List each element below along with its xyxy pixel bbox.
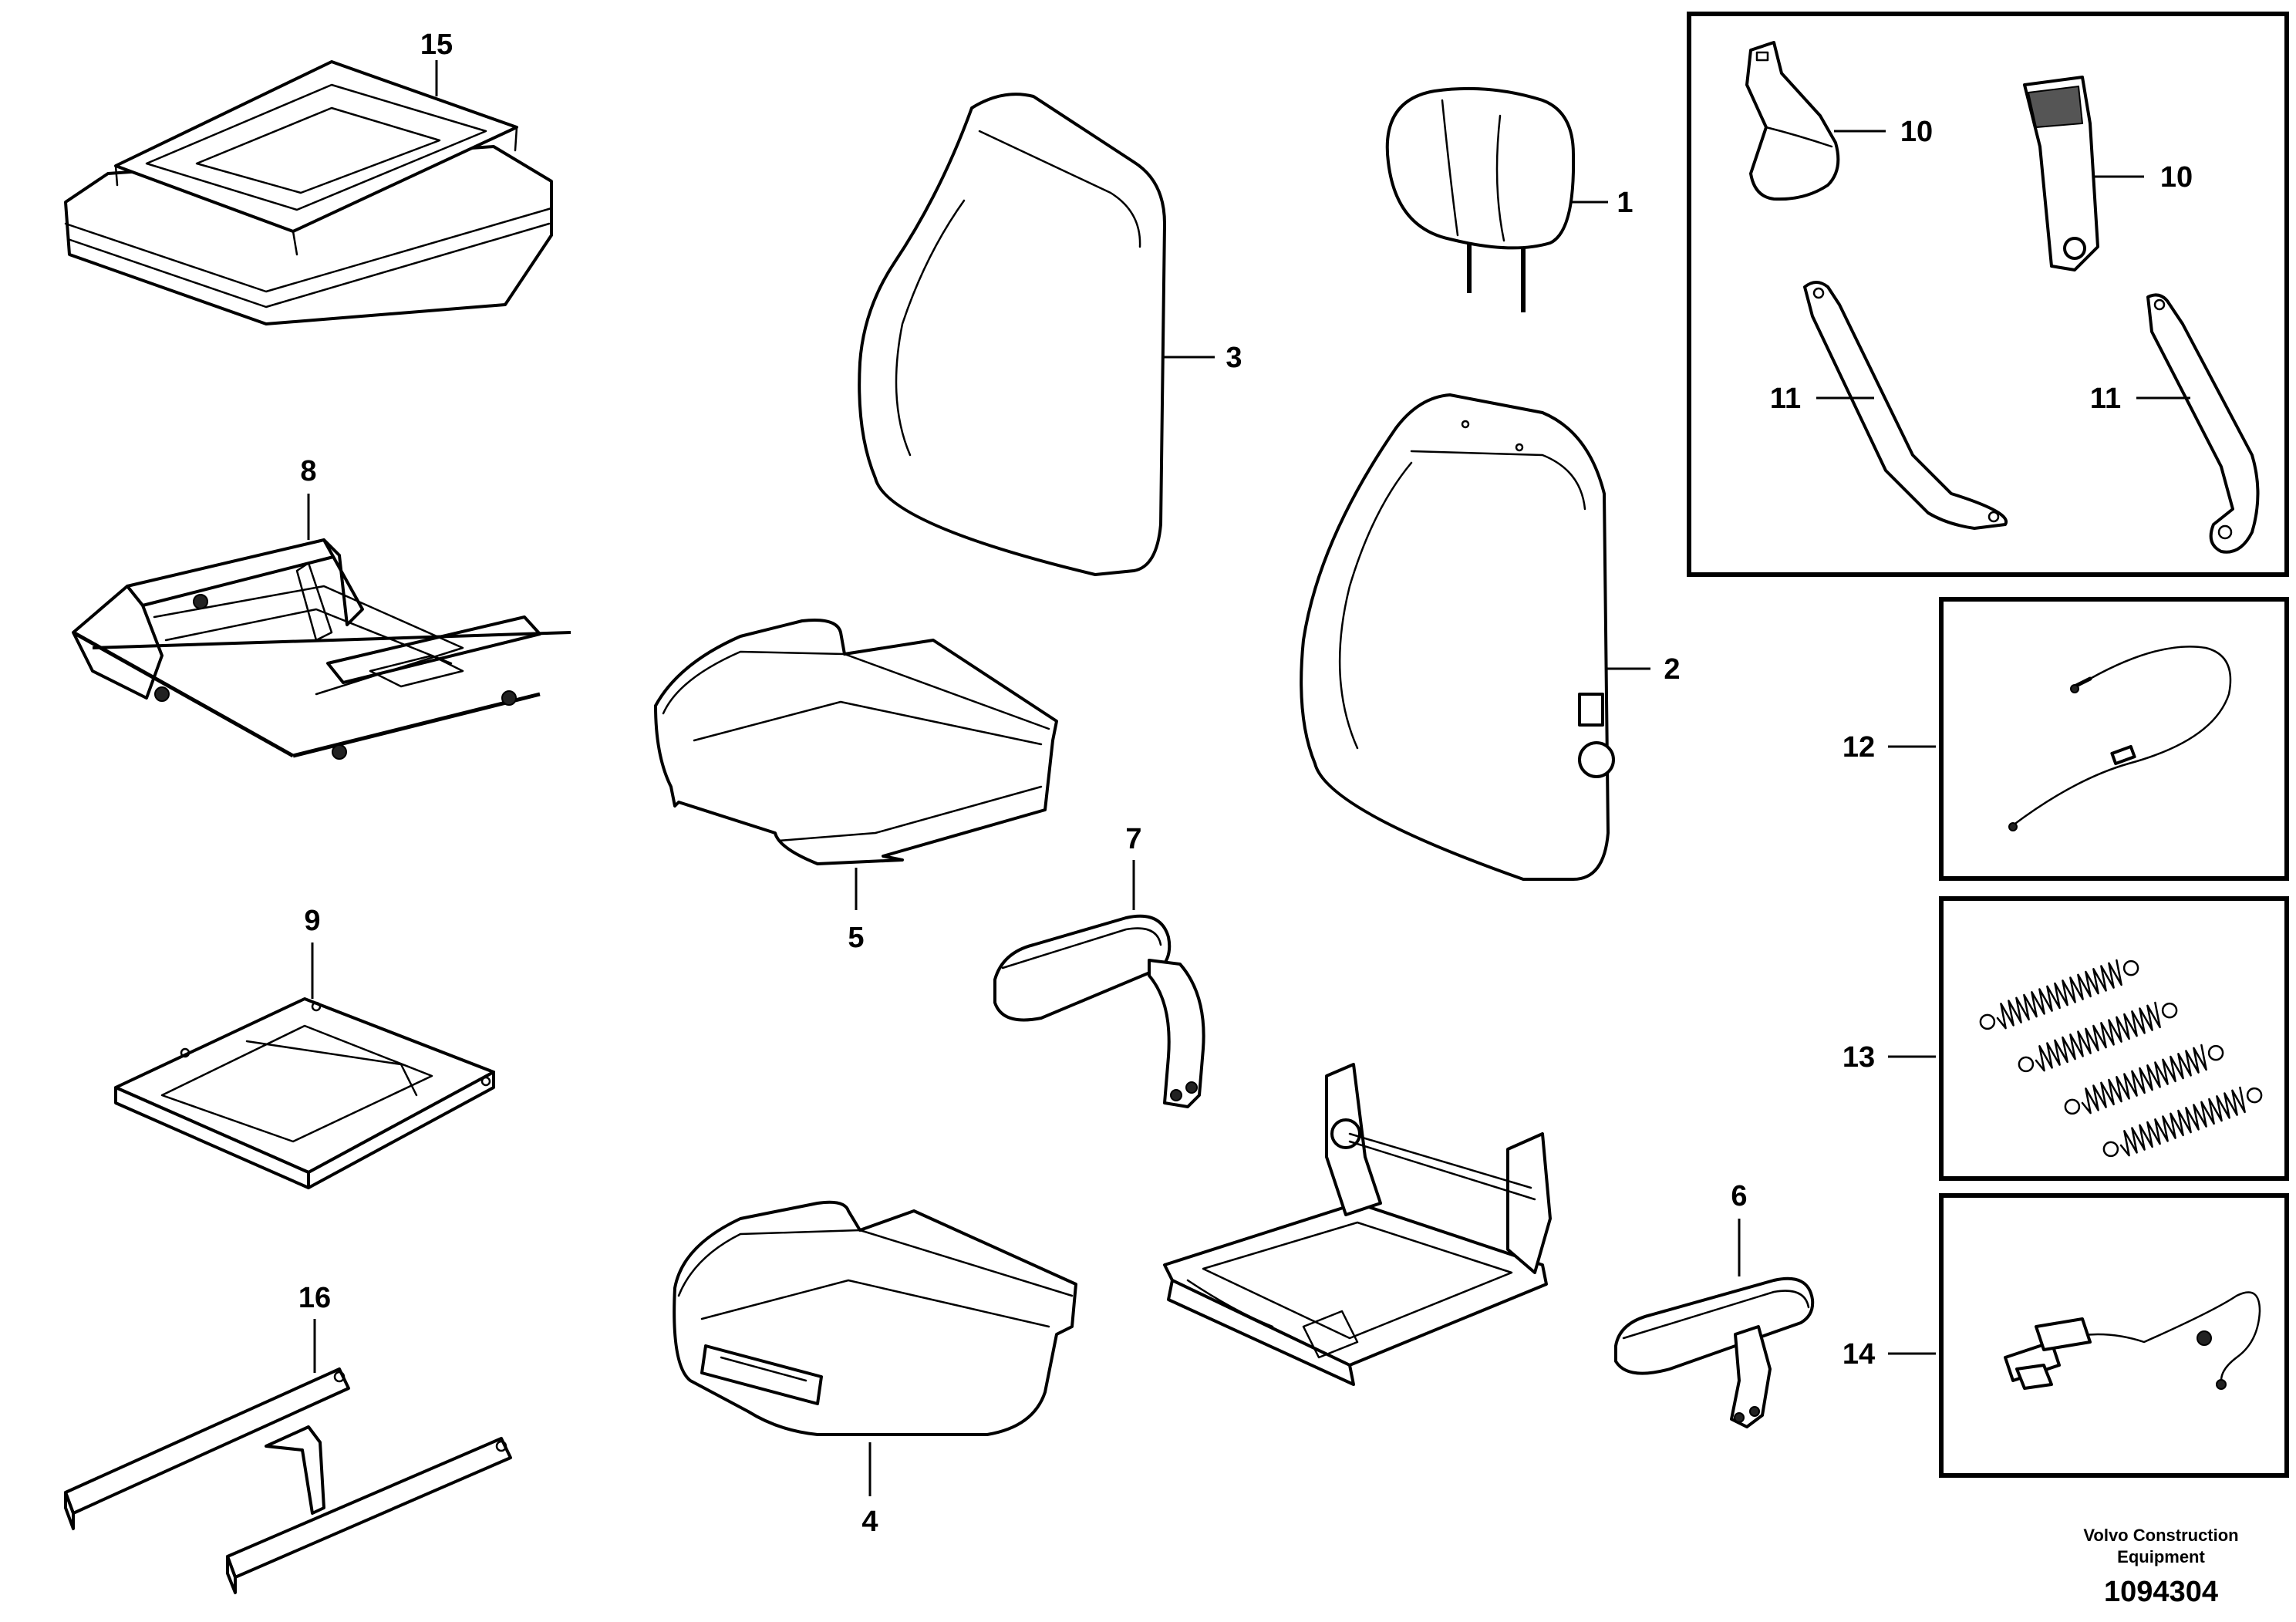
part-6-armrest-right [1614, 1276, 1815, 1428]
callout-3: 3 [1226, 342, 1242, 374]
part-15-seat-base-cover [64, 60, 553, 325]
spring-hook [2246, 1087, 2263, 1104]
part-12-cable [2008, 646, 2232, 831]
callout-1: 1 [1617, 187, 1633, 219]
spring-hook [2018, 1056, 2035, 1073]
part-8-slide-rail-frame [72, 538, 571, 760]
part-7-armrest-left [993, 914, 1205, 1108]
callout-10a: 10 [1900, 116, 1933, 148]
callout-7: 7 [1125, 823, 1141, 855]
callout-6: 6 [1731, 1180, 1747, 1212]
spring-hook [2102, 1141, 2119, 1158]
callout-12: 12 [1843, 731, 1875, 764]
callout-4: 4 [861, 1506, 878, 1538]
spring-hook [2064, 1098, 2081, 1115]
spring-coil [1996, 959, 2122, 1030]
part-2-backrest-lumbar [1300, 393, 1615, 881]
part-13-springs [1979, 959, 2263, 1158]
box-springs [1939, 896, 2289, 1181]
box-cable [1939, 597, 2289, 881]
spring-coil [2081, 1044, 2207, 1114]
part-11-seat-belt-anchor-left [1803, 281, 2008, 530]
spring-coil [2119, 1086, 2246, 1157]
callout-16: 16 [298, 1282, 331, 1314]
part-10-seat-belt-retractor [1745, 41, 1840, 201]
seat-frame-unlabelled [1163, 1063, 1552, 1386]
box-seat-belts [1687, 12, 2289, 577]
footer-company-line1: Volvo Construction [2083, 1526, 2238, 1545]
callout-11b: 11 [2090, 383, 2121, 415]
box-harness [1939, 1193, 2289, 1478]
callout-14: 14 [1843, 1338, 1875, 1371]
part-9-base-plate [114, 997, 495, 1189]
spring-hook [2161, 1002, 2178, 1019]
spring-hook [1979, 1013, 1996, 1030]
callout-9: 9 [304, 905, 320, 937]
callout-10b: 10 [2160, 161, 2193, 194]
callout-8: 8 [300, 455, 316, 487]
part-4-seat-cushion [673, 1200, 1077, 1436]
part-16-seat-slides [64, 1367, 512, 1594]
part-10-seat-belt-buckle [2023, 76, 2099, 271]
callout-5: 5 [848, 922, 864, 954]
spring-coil [2035, 1001, 2161, 1072]
callout-13: 13 [1843, 1041, 1875, 1074]
part-11-seat-belt-anchor-right [2146, 293, 2260, 554]
footer-company-line2: Equipment [2117, 1547, 2205, 1566]
callout-2: 2 [1664, 653, 1680, 686]
part-3-backrest-cushion [858, 93, 1166, 576]
spring-hook [2207, 1044, 2224, 1061]
footer-drawing-number: 1094304 [2104, 1576, 2218, 1608]
spring-hook [2122, 959, 2139, 976]
part-5-seat-cushion-foam [654, 619, 1058, 865]
callout-11a: 11 [1770, 383, 1801, 415]
callout-15: 15 [420, 29, 453, 61]
part-1-headrest [1385, 86, 1576, 312]
part-14-sensor-harness [2004, 1291, 2261, 1390]
